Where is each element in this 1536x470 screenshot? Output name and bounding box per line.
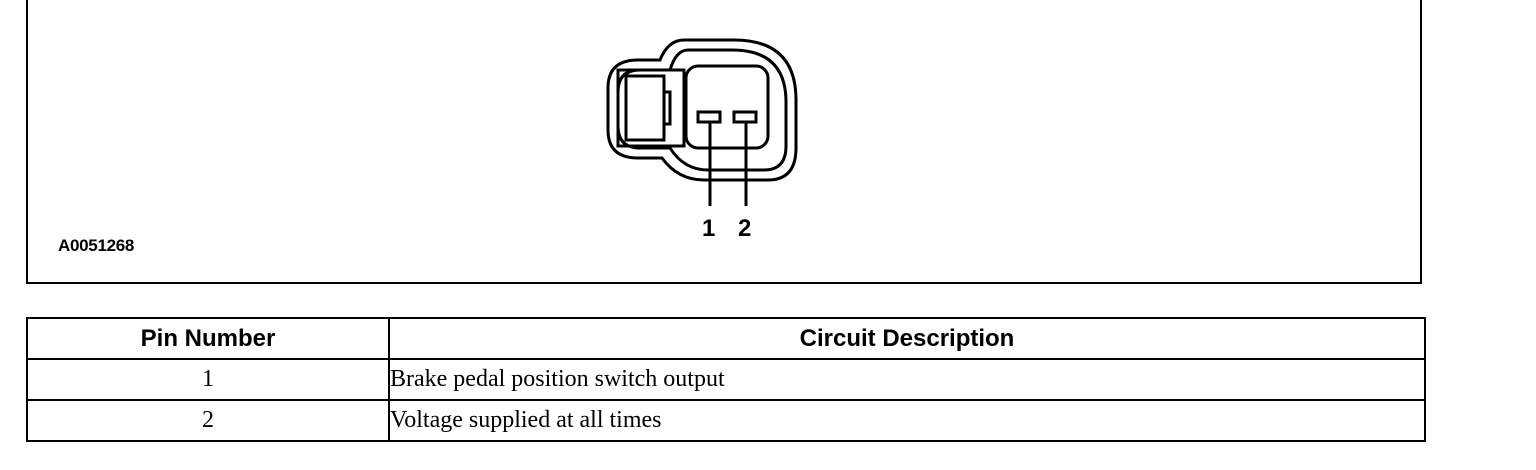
pin-label-2: 2 xyxy=(738,215,751,242)
pin-label-1: 1 xyxy=(702,215,715,242)
terminal-pin-1 xyxy=(696,110,722,206)
connector-outline xyxy=(606,38,798,182)
figure-id: A0051268 xyxy=(58,236,135,255)
circuit-description-cell: Voltage supplied at all times xyxy=(388,399,1426,442)
pin-number-cell: 1 xyxy=(26,358,390,401)
table-row: 2 Voltage supplied at all times xyxy=(26,399,1426,442)
connector-figure: 1 2 A0051268 xyxy=(26,0,1422,284)
header-circuit-description: Circuit Description xyxy=(388,317,1426,360)
table-row: 1 Brake pedal position switch output xyxy=(26,358,1426,401)
connector-diagram: 1 2 xyxy=(606,38,798,242)
header-pin-number: Pin Number xyxy=(26,317,390,360)
terminal-pin-2 xyxy=(732,110,758,206)
circuit-description-cell: Brake pedal position switch output xyxy=(388,358,1426,401)
table-header-row: Pin Number Circuit Description xyxy=(26,317,1426,360)
pin-number-cell: 2 xyxy=(26,399,390,442)
pin-table: Pin Number Circuit Description 1 Brake p… xyxy=(26,317,1426,442)
